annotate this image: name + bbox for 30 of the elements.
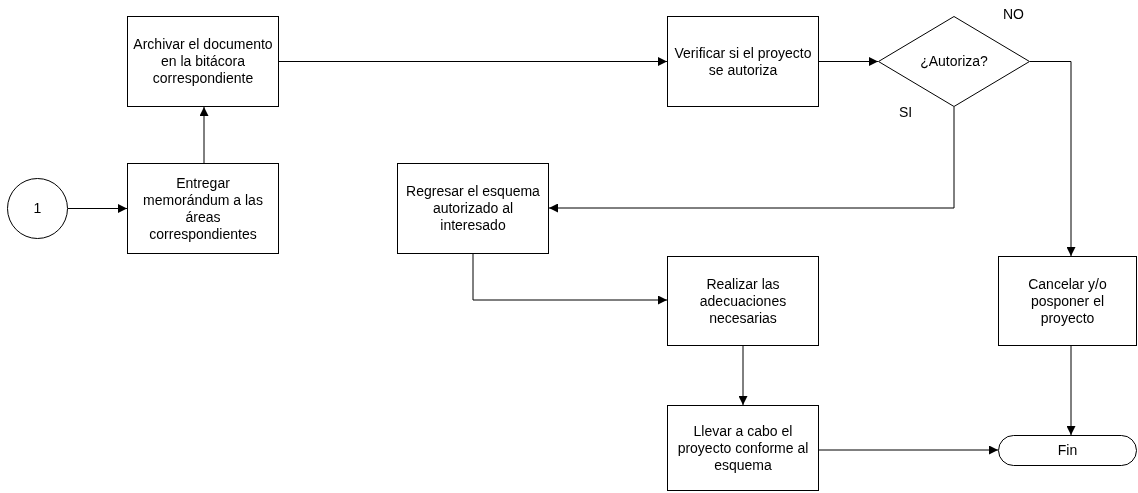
node-text: Llevar a cabo el proyecto conforme al esquema [676, 422, 810, 474]
process-box [667, 405, 819, 491]
node-text: Verificar si el proyecto se autoriza [673, 44, 813, 79]
node-text: Entregar memorándum a las áreas correspondientes [142, 174, 264, 243]
arrow [67, 204, 128, 213]
arrow [548, 106, 955, 213]
arrow [818, 445, 999, 455]
arrow [278, 57, 668, 66]
arrow [1029, 61, 1076, 257]
edge-label: SI [899, 104, 913, 120]
arrow [199, 106, 209, 164]
process-box [127, 16, 279, 107]
edge-label: NO [1003, 6, 1024, 22]
arrow [818, 57, 879, 66]
node-text: Cancelar y/o posponer el proyecto [1027, 275, 1108, 327]
node-text: Regresar el esquema autorizado al interesado [405, 183, 541, 234]
process-box [998, 256, 1137, 346]
node-text: Fin [1057, 442, 1078, 459]
process-box [127, 163, 279, 254]
arrow [1066, 345, 1076, 436]
process-box [397, 163, 549, 254]
arrow [738, 345, 748, 406]
terminator-shape [998, 435, 1137, 466]
node-text: Realizar las adecuaciones necesarias [698, 275, 788, 327]
arrow [472, 253, 668, 305]
process-box [667, 16, 819, 107]
node-text: ¿Autoriza? [920, 53, 988, 70]
node-text: Archivar el documento en la bitácora correspondiente [132, 36, 274, 87]
process-box [667, 256, 819, 346]
node-text: 1 [33, 200, 42, 217]
